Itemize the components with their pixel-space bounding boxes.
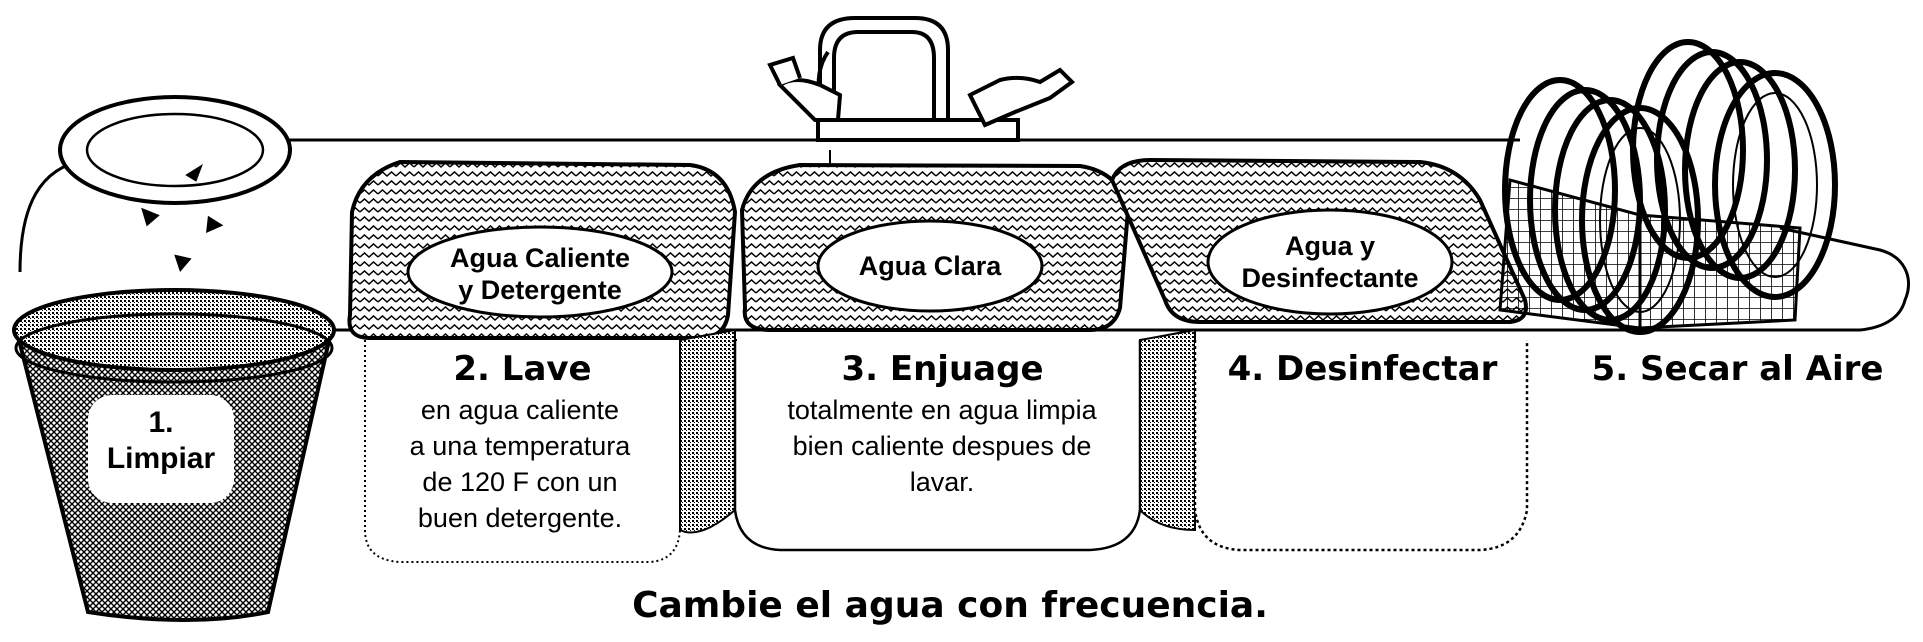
wash-sink-label: Agua Caliente y Detergente	[449, 243, 631, 305]
dish-rack-icon	[1498, 39, 1838, 335]
desinfectar-title: 4. Desinfectar	[1227, 349, 1498, 389]
sanitize-sink-label: Agua y Desinfectante	[1241, 231, 1419, 293]
enjuage-title: 3. Enjuage	[841, 349, 1044, 389]
rinse-sink-label: Agua Clara	[858, 251, 1002, 281]
limpiar-label: 1. Limpiar	[106, 406, 216, 475]
trash-bucket-icon	[12, 288, 336, 622]
wash-sink	[347, 159, 738, 563]
enjuage-description: totalmente en agua limpia bien caliente …	[787, 395, 1097, 497]
lave-title: 2. Lave	[453, 349, 592, 389]
secar-title: 5. Secar al Aire	[1591, 349, 1884, 389]
sanitize-sink	[1109, 157, 1529, 552]
faucet-icon	[767, 16, 1076, 242]
dirty-plate-icon	[58, 95, 292, 272]
lave-description: en agua caliente a una temperatura de 12…	[409, 395, 631, 533]
rinse-sink	[735, 162, 1140, 552]
footer-note: Cambie el agua con frecuencia.	[632, 585, 1268, 626]
